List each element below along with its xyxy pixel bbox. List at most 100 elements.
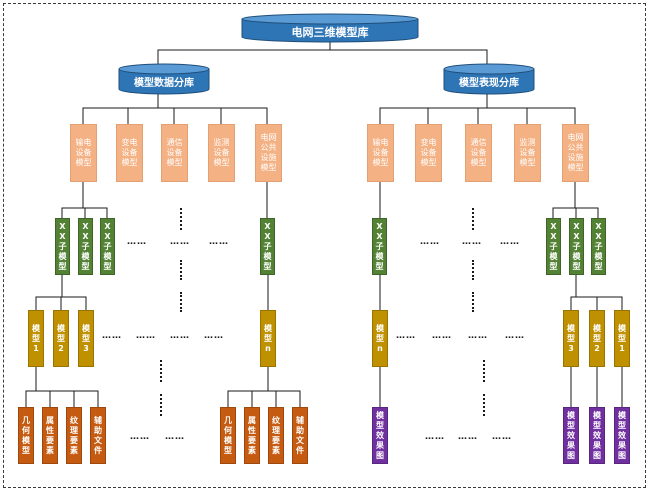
model-presentation-database: 模型表现分库 — [443, 63, 535, 95]
ellipsis-horizontal: …… — [432, 331, 452, 341]
model-label: 模型1 — [32, 323, 40, 353]
ellipsis-horizontal: …… — [170, 331, 190, 341]
element-label: 属性要素 — [248, 415, 256, 455]
effect-label: 模型效果图 — [376, 410, 384, 460]
category-label: 变电设备模型 — [420, 138, 437, 167]
category-transmission: 输电设备模型 — [70, 124, 97, 182]
ellipsis-horizontal: …… — [420, 237, 440, 247]
ellipsis-horizontal: …… — [209, 237, 229, 247]
category-substation: 变电设备模型 — [415, 124, 442, 182]
category-public-facility: 电网公共设施模型 — [255, 124, 282, 182]
ellipsis-vertical — [483, 394, 485, 416]
ellipsis-vertical — [472, 292, 474, 312]
model-data-label: 模型数据分库 — [134, 78, 194, 89]
database-cylinder-icon — [443, 63, 535, 95]
model-data-database: 模型数据分库 — [118, 63, 210, 95]
submodel-label: XX子模型 — [103, 221, 112, 271]
geometry-model-node: 几何模型 — [18, 407, 34, 464]
texture-element-node: 纹理要素 — [268, 407, 284, 464]
ellipsis-vertical — [472, 260, 474, 280]
ellipsis-vertical — [180, 260, 182, 280]
ellipsis-horizontal: …… — [425, 432, 445, 442]
ellipsis-vertical — [180, 292, 182, 312]
ellipsis-horizontal: …… — [492, 432, 512, 442]
ellipsis-horizontal: …… — [102, 331, 122, 341]
effect-label: 模型效果图 — [618, 410, 626, 460]
root-label: 电网三维模型库 — [291, 26, 369, 39]
submodel-label: XX子模型 — [375, 221, 384, 271]
diagram-frame — [3, 3, 646, 488]
category-label: 电网公共设施模型 — [260, 133, 277, 172]
element-label: 辅助文件 — [296, 415, 304, 455]
submodel-label: XX子模型 — [263, 221, 272, 271]
ellipsis-horizontal: …… — [396, 331, 416, 341]
model-label: 模型n — [376, 323, 384, 353]
ellipsis-horizontal: …… — [458, 432, 478, 442]
model-node: 模型3 — [78, 310, 94, 367]
category-label: 监测设备模型 — [519, 138, 536, 167]
category-label: 变电设备模型 — [121, 138, 138, 167]
element-label: 几何模型 — [224, 415, 232, 455]
model-label: 模型3 — [82, 323, 90, 353]
model-label: 模型3 — [567, 323, 575, 353]
element-label: 属性要素 — [46, 415, 54, 455]
model-label: 模型1 — [618, 323, 626, 353]
submodel-label: XX子模型 — [81, 221, 90, 271]
category-substation: 变电设备模型 — [116, 124, 143, 182]
root-database: 电网三维模型库 — [241, 13, 419, 43]
model-label: 模型n — [264, 323, 272, 353]
category-monitoring: 监测设备模型 — [514, 124, 541, 182]
element-label: 几何模型 — [22, 415, 30, 455]
auxiliary-file-node: 辅助文件 — [292, 407, 308, 464]
model-node: 模型1 — [614, 310, 630, 367]
category-transmission: 输电设备模型 — [367, 124, 394, 182]
ellipsis-horizontal: …… — [170, 237, 190, 247]
ellipsis-horizontal: …… — [127, 237, 147, 247]
attribute-element-node: 属性要素 — [244, 407, 260, 464]
ellipsis-vertical — [160, 394, 162, 416]
category-label: 监测设备模型 — [213, 138, 230, 167]
element-label: 纹理要素 — [272, 415, 280, 455]
effect-label: 模型效果图 — [567, 410, 575, 460]
ellipsis-horizontal: …… — [462, 237, 482, 247]
model-node: 模型1 — [28, 310, 44, 367]
submodel-node: XX子模型 — [569, 218, 584, 275]
submodel-label: XX子模型 — [549, 221, 558, 271]
model-effect-node: 模型效果图 — [563, 407, 579, 464]
category-communication: 通信设备模型 — [161, 124, 188, 182]
category-label: 通信设备模型 — [166, 138, 183, 167]
model-label: 模型2 — [57, 323, 65, 353]
ellipsis-vertical — [483, 360, 485, 382]
effect-label: 模型效果图 — [593, 410, 601, 460]
auxiliary-file-node: 辅助文件 — [90, 407, 106, 464]
ellipsis-horizontal: …… — [500, 237, 520, 247]
submodel-node: XX子模型 — [260, 218, 275, 275]
model-node: 模型3 — [563, 310, 579, 367]
texture-element-node: 纹理要素 — [66, 407, 82, 464]
model-label: 模型2 — [593, 323, 601, 353]
submodel-label: XX子模型 — [572, 221, 581, 271]
database-cylinder-icon — [241, 13, 419, 43]
element-label: 辅助文件 — [94, 415, 102, 455]
ellipsis-horizontal: …… — [165, 432, 185, 442]
model-node: 模型n — [260, 310, 276, 367]
database-cylinder-icon — [118, 63, 210, 95]
submodel-label: XX子模型 — [594, 221, 603, 271]
category-label: 电网公共设施模型 — [567, 133, 584, 172]
element-label: 纹理要素 — [70, 415, 78, 455]
ellipsis-horizontal: …… — [204, 331, 224, 341]
ellipsis-vertical — [160, 360, 162, 382]
model-node: 模型2 — [53, 310, 69, 367]
ellipsis-horizontal: …… — [505, 331, 525, 341]
model-node: 模型n — [372, 310, 388, 367]
category-communication: 通信设备模型 — [465, 124, 492, 182]
submodel-node: XX子模型 — [78, 218, 93, 275]
submodel-node: XX子模型 — [546, 218, 561, 275]
ellipsis-horizontal: …… — [468, 331, 488, 341]
category-label: 输电设备模型 — [372, 138, 389, 167]
category-monitoring: 监测设备模型 — [208, 124, 235, 182]
model-effect-node: 模型效果图 — [614, 407, 630, 464]
ellipsis-vertical — [472, 208, 474, 230]
category-public-facility: 电网公共设施模型 — [562, 124, 589, 182]
